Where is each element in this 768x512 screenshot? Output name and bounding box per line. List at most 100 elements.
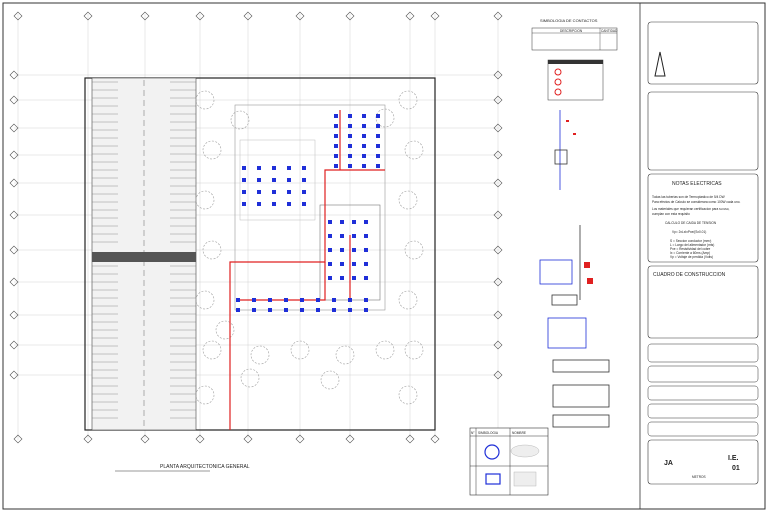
grid-marker-diamond-icon xyxy=(9,210,19,220)
grid-marker-diamond-icon xyxy=(83,11,93,21)
luminaire-icon xyxy=(287,166,291,170)
notes-title: NOTAS ELECTRICAS xyxy=(672,181,722,187)
grid-marker-diamond-icon xyxy=(140,434,150,444)
icon-box-col-symbol: SIMBOLOGIA xyxy=(478,431,499,435)
luminaire-icon xyxy=(332,298,336,302)
variable-vp: Vp = Voltaje de perdida (Volts) xyxy=(670,255,713,259)
luminaire-icon xyxy=(242,178,246,182)
luminaire-icon xyxy=(302,190,306,194)
tree-icon xyxy=(335,345,355,365)
tree-icon xyxy=(195,190,215,210)
grid-marker-diamond-icon xyxy=(195,11,205,21)
luminaire-icon xyxy=(362,134,366,138)
grid-marker-diamond-icon xyxy=(493,310,503,320)
grid-marker-diamond-icon xyxy=(345,11,355,21)
icon-box-col-no: N° xyxy=(471,431,475,435)
luminaire-icon xyxy=(352,262,356,266)
detail-red-accents xyxy=(566,120,593,284)
luminaire-icon xyxy=(302,166,306,170)
luminaire-icon xyxy=(287,190,291,194)
luminaire-icon xyxy=(376,134,380,138)
grid-marker-diamond-icon xyxy=(345,434,355,444)
luminaire-icon xyxy=(242,202,246,206)
luminaire-icon xyxy=(302,202,306,206)
luminaire-icon xyxy=(362,164,366,168)
luminaire-icon xyxy=(302,178,306,182)
luminaire-icon xyxy=(364,308,368,312)
luminaire-icon xyxy=(348,134,352,138)
luminaire-icon xyxy=(352,248,356,252)
grid-marker-diamond-icon xyxy=(493,178,503,188)
grid-marker-diamond-icon xyxy=(493,370,503,380)
grid-marker-diamond-icon xyxy=(9,70,19,80)
drawing-id: I.E. xyxy=(728,455,739,462)
note-line-2: Para efectos de Calculo se considerara c… xyxy=(652,200,741,204)
grid-marker-diamond-icon xyxy=(493,210,503,220)
luminaire-icon xyxy=(352,276,356,280)
variable-pxe: Pxe = Resistividad del cobre xyxy=(670,247,711,251)
luminaire-icon xyxy=(334,134,338,138)
plan-title: PLANTA ARQUITECTONICA GENERAL xyxy=(160,464,250,470)
luminaire-icon xyxy=(362,144,366,148)
luminaire-icon xyxy=(376,164,380,168)
construction-title: CUADRO DE CONSTRUCCION xyxy=(653,272,726,278)
luminaire-icon xyxy=(284,308,288,312)
luminaire-icon xyxy=(340,248,344,252)
tree-icon xyxy=(195,90,215,110)
grid-marker-diamond-icon xyxy=(195,434,205,444)
grid-marker-diamond-icon xyxy=(493,123,503,133)
note-line-4: cumplan con esta requisito xyxy=(652,212,690,216)
luminaire-icon xyxy=(340,276,344,280)
tree-icon xyxy=(398,190,418,210)
luminaire-icon xyxy=(272,190,276,194)
grid-marker-diamond-icon xyxy=(493,150,503,160)
legend-title: SIMBOLOGIA DE CONTACTOS xyxy=(540,18,598,23)
luminaire-icon xyxy=(328,248,332,252)
sheet-number: 01 xyxy=(732,465,740,472)
legend-col-description: DESCRIPCION xyxy=(560,29,583,33)
tree-icon xyxy=(240,368,260,388)
voltage-drop-title: CALCULO DE CAIDA DE TENSION xyxy=(665,221,717,225)
luminaire-icon xyxy=(300,308,304,312)
grid-marker-diamond-icon xyxy=(9,370,19,380)
grid-marker-diamond-icon xyxy=(430,434,440,444)
tree-icon xyxy=(202,140,222,160)
grid-marker-diamond-icon xyxy=(9,277,19,287)
luminaire-icon xyxy=(242,166,246,170)
tree-icon xyxy=(230,110,250,130)
luminaire-icon xyxy=(272,178,276,182)
logo-text: JA xyxy=(664,460,673,467)
tree-icon xyxy=(215,320,235,340)
luminaire-icon xyxy=(348,144,352,148)
tree-icon xyxy=(398,385,418,405)
grid-marker-diamond-icon xyxy=(493,277,503,287)
luminaire-icon xyxy=(340,220,344,224)
luminaire-icon xyxy=(362,154,366,158)
luminaire-icon xyxy=(364,248,368,252)
luminaire-icon xyxy=(364,220,368,224)
grid-marker-diamond-icon xyxy=(9,340,19,350)
luminaire-icon xyxy=(376,114,380,118)
luminaire-icon xyxy=(252,308,256,312)
north-arrow-icon xyxy=(654,51,666,77)
luminaire-icon xyxy=(257,190,261,194)
luminaire-icon xyxy=(352,220,356,224)
tree-icon xyxy=(404,340,424,360)
grid-marker-diamond-icon xyxy=(9,178,19,188)
grid-markers xyxy=(9,11,503,444)
tree-symbols xyxy=(195,90,424,405)
note-line-3: Los materiales que requieran certificaci… xyxy=(652,207,730,211)
luminaire-icon xyxy=(328,262,332,266)
luminaire-icon xyxy=(364,276,368,280)
luminaire-icon xyxy=(300,298,304,302)
grid-marker-diamond-icon xyxy=(295,434,305,444)
luminaire-icon xyxy=(257,202,261,206)
grid-marker-diamond-icon xyxy=(13,434,23,444)
grid-marker-diamond-icon xyxy=(430,11,440,21)
tree-icon xyxy=(320,370,340,390)
tree-icon xyxy=(404,240,424,260)
grid-marker-diamond-icon xyxy=(9,123,19,133)
tree-icon xyxy=(202,340,222,360)
luminaire-icon xyxy=(348,308,352,312)
